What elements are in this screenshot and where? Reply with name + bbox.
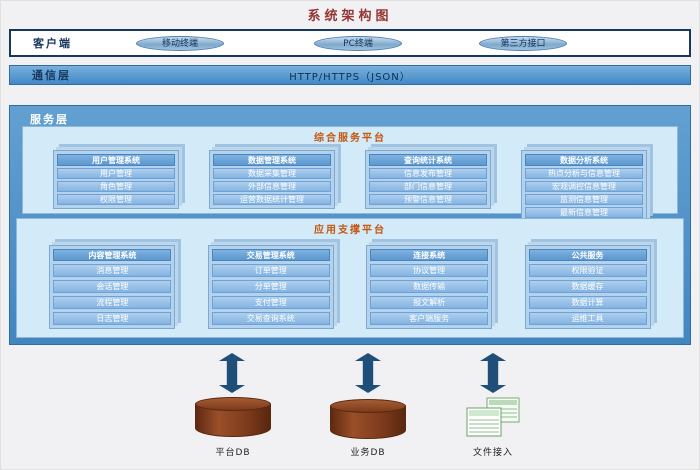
- module-item: 信息发布管理: [369, 168, 487, 179]
- module-group: 交易管理系统订单管理分单管理支付管理交易查询系统: [207, 245, 334, 329]
- module-item: 交易查询系统: [211, 312, 330, 325]
- module-group: 用户管理系统用户管理角色管理权限管理: [53, 150, 179, 209]
- module-group-title: 公共服务: [528, 249, 647, 261]
- module-item: 权限管理: [57, 194, 175, 205]
- module-item: 用户管理: [57, 168, 175, 179]
- module-item: 热点分析与信息管理: [525, 168, 643, 179]
- module-item: 最新信息管理: [525, 207, 643, 218]
- updown-arrow: [355, 353, 381, 393]
- module-item: 消息管理: [53, 264, 172, 277]
- database-cylinder-platform: [195, 397, 271, 439]
- storage-label-business-db: 业务DB: [350, 448, 386, 458]
- module-group-title: 连接系统: [370, 249, 489, 261]
- terminal-thirdparty: 第三方接口: [479, 36, 567, 51]
- communication-layer: 通信层 HTTP/HTTPS（JSON）: [9, 65, 691, 85]
- module-item: 部门信息管理: [369, 181, 487, 192]
- comm-layer-label: 通信层: [32, 69, 71, 82]
- terminal-pc: PC终端: [314, 36, 402, 51]
- file-access-icon: [466, 397, 520, 437]
- database-cylinder-business: [330, 399, 406, 441]
- platform-groups: 内容管理系统消息管理会话管理流程管理日志管理交易管理系统订单管理分单管理支付管理…: [17, 245, 683, 329]
- module-item: 流程管理: [53, 296, 172, 309]
- client-layer-label: 客户端: [33, 37, 72, 50]
- terminal-mobile: 移动终端: [136, 36, 224, 51]
- module-item: 监测信息管理: [525, 194, 643, 205]
- page-title: 系统架构图: [307, 9, 393, 24]
- platform-title: 应用支撑平台: [314, 225, 386, 236]
- module-group-title: 交易管理系统: [211, 249, 330, 261]
- module-item: 分单管理: [211, 280, 330, 293]
- service-layer: 服务层 综合服务平台 用户管理系统用户管理角色管理权限管理数据管理系统数据采集管…: [9, 105, 691, 345]
- module-group: 数据分析系统热点分析与信息管理宏观调控信息管理监测信息管理最新信息管理: [521, 150, 647, 222]
- platform-app-support: 应用支撑平台 内容管理系统消息管理会话管理流程管理日志管理交易管理系统订单管理分…: [16, 218, 684, 338]
- module-item: 支付管理: [211, 296, 330, 309]
- service-layer-label: 服务层: [30, 113, 69, 126]
- module-item: 客户端服务: [370, 312, 489, 325]
- module-group: 连接系统协议管理数据传输报文解析客户端服务: [366, 245, 493, 329]
- module-group-title: 内容管理系统: [53, 249, 172, 261]
- module-item: 宏观调控信息管理: [525, 181, 643, 192]
- module-item: 日志管理: [53, 312, 172, 325]
- module-item: 会话管理: [53, 280, 172, 293]
- module-item: 运营数据统计管理: [213, 194, 331, 205]
- storage-label-file-access: 文件接入: [472, 448, 513, 458]
- platform-groups: 用户管理系统用户管理角色管理权限管理数据管理系统数据采集管理外部信息管理运营数据…: [23, 150, 677, 222]
- module-item: 权限验证: [528, 264, 647, 277]
- cylinder-top: [195, 397, 271, 411]
- module-item: 数据传输: [370, 280, 489, 293]
- protocol-text: HTTP/HTTPS（JSON）: [289, 71, 411, 83]
- module-item: 预警信息管理: [369, 194, 487, 205]
- module-group-title: 数据管理系统: [213, 154, 331, 166]
- module-item: 数据计算: [528, 296, 647, 309]
- module-item: 运维工具: [528, 312, 647, 325]
- cylinder-top: [330, 399, 406, 413]
- module-item: 协议管理: [370, 264, 489, 277]
- module-item: 数据采集管理: [213, 168, 331, 179]
- module-group: 内容管理系统消息管理会话管理流程管理日志管理: [49, 245, 176, 329]
- updown-arrow: [480, 353, 506, 393]
- platform-integrated-services: 综合服务平台 用户管理系统用户管理角色管理权限管理数据管理系统数据采集管理外部信…: [22, 126, 678, 222]
- module-group-title: 数据分析系统: [525, 154, 643, 166]
- module-group: 数据管理系统数据采集管理外部信息管理运营数据统计管理: [209, 150, 335, 209]
- platform-title: 综合服务平台: [314, 133, 386, 144]
- module-item: 角色管理: [57, 181, 175, 192]
- module-item: 数据缓存: [528, 280, 647, 293]
- module-item: 订单管理: [211, 264, 330, 277]
- updown-arrow: [219, 353, 245, 393]
- cylinder-body: [195, 404, 271, 437]
- module-group: 查询统计系统信息发布管理部门信息管理预警信息管理: [365, 150, 491, 209]
- module-item: 外部信息管理: [213, 181, 331, 192]
- module-group-title: 查询统计系统: [369, 154, 487, 166]
- storage-label-platform-db: 平台DB: [215, 448, 251, 458]
- module-group-title: 用户管理系统: [57, 154, 175, 166]
- module-group: 公共服务权限验证数据缓存数据计算运维工具: [524, 245, 651, 329]
- client-layer: 客户端 移动终端 PC终端 第三方接口: [9, 29, 691, 57]
- module-item: 报文解析: [370, 296, 489, 309]
